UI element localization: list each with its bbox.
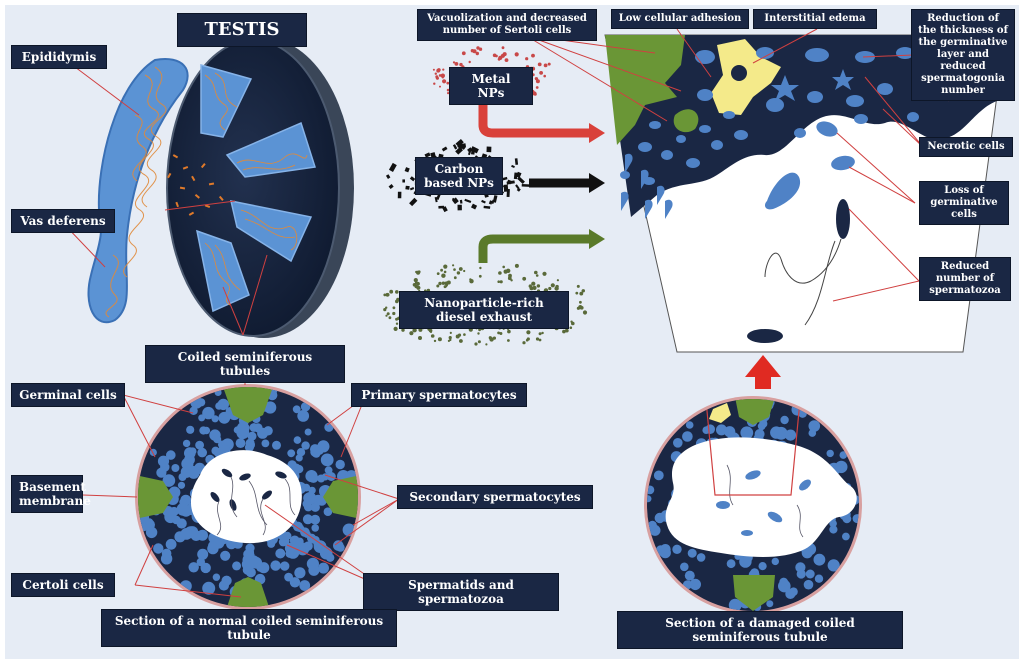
- lost-germinative-cells: [765, 121, 855, 210]
- label-vas-deferens: Vas deferens: [11, 209, 115, 233]
- label-primary-spermatocytes: Primary spermatocytes: [351, 383, 527, 407]
- label-epididymis: Epididymis: [11, 45, 107, 69]
- label-damaged-section: Section of a damaged coiled seminiferous…: [617, 611, 903, 649]
- label-normal-section: Section of a normal coiled seminiferous …: [101, 609, 397, 647]
- title-testis: TESTIS: [177, 13, 307, 47]
- normal-spermatozoa: [210, 468, 296, 536]
- normal-sertoli-cells: [138, 387, 358, 607]
- label-diesel: Nanoparticle-rich diesel exhaust: [399, 291, 569, 329]
- label-coiled-tubules: Coiled seminiferous tubules: [145, 345, 345, 383]
- label-spermatids: Spermatids and spermatozoa: [363, 573, 559, 611]
- zoom-up-arrow: [745, 355, 781, 389]
- label-germinal-cells: Germinal cells: [11, 383, 125, 407]
- testis-disc: [166, 39, 340, 337]
- magnified-spermatozoon-2: [747, 329, 783, 343]
- label-certoli-cells: Certoli cells: [11, 573, 115, 597]
- diesel-arrow: [478, 234, 591, 263]
- damaged-lumen-cells: [716, 470, 811, 536]
- epididymis-shape: [87, 58, 189, 324]
- damaged-tubule-section: [644, 396, 862, 614]
- label-loss-germinative: Loss of germinative cells: [919, 181, 1009, 225]
- label-vacuolization: Vacuolization and decreased number of Se…: [417, 9, 597, 41]
- magnified-spermatozoon-1: [836, 199, 850, 239]
- testis-center-cells: [167, 154, 224, 216]
- diagram-canvas: TESTIS Epididymis Vas deferens Coiled se…: [5, 5, 1019, 659]
- metal-np-arrow: [478, 101, 591, 138]
- damaged-lumen: [665, 437, 857, 557]
- damaged-edema: [709, 403, 731, 423]
- damaged-sertoli-cells: [733, 399, 775, 611]
- normal-tubule-section: [135, 384, 361, 610]
- label-reduced-spermatozoa: Reduced number of spermatozoa: [919, 257, 1011, 301]
- label-interstitial-edema: Interstitial edema: [753, 9, 877, 29]
- zoom-region-outline: [704, 399, 802, 496]
- label-necrotic-cells: Necrotic cells: [919, 137, 1013, 157]
- necrotic-star-2: [832, 69, 854, 90]
- necrotic-star-1: [771, 75, 799, 101]
- testis-lobules: [196, 64, 316, 313]
- label-carbon-nps: Carbon based NPs: [415, 157, 503, 195]
- epididymis-duct-coils: [105, 66, 167, 318]
- magnified-damaged-region: [604, 34, 1006, 353]
- label-secondary-spermatocytes: Secondary spermatocytes: [397, 485, 593, 509]
- normal-lumen: [191, 450, 302, 544]
- lobule-tubule-coils: [204, 72, 308, 306]
- label-basement-membrane: Basement membrane: [11, 475, 91, 513]
- label-reduction-germinative: Reduction of the thickness of the germin…: [911, 9, 1015, 101]
- label-low-adhesion: Low cellular adhesion: [611, 9, 749, 29]
- label-metal-nps: Metal NPs: [449, 67, 533, 105]
